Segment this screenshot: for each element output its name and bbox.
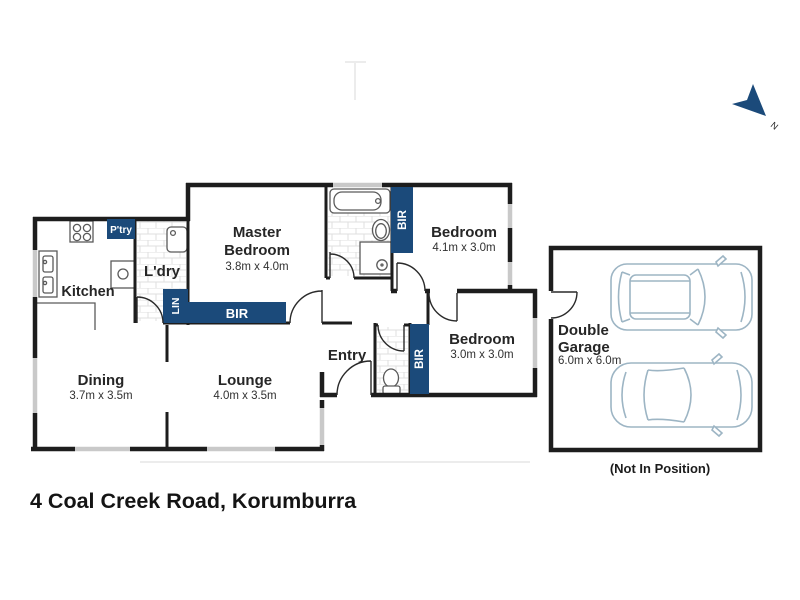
garage-label-2: Garage bbox=[558, 339, 610, 356]
garage bbox=[546, 245, 763, 453]
garage-door-gap bbox=[546, 291, 555, 319]
bir-bedroom-top-label: BIR bbox=[397, 209, 409, 230]
bedroom-top-label: Bedroom bbox=[431, 224, 497, 241]
bathtub-inner bbox=[333, 191, 382, 211]
faint-mark bbox=[345, 61, 366, 100]
kitchen-bench-edge bbox=[35, 302, 96, 330]
shower-dot bbox=[380, 263, 384, 267]
wc-fixtures bbox=[382, 368, 401, 395]
entry-label: Entry bbox=[328, 347, 367, 364]
linen-label: LIN bbox=[170, 298, 182, 315]
trough-tap bbox=[169, 229, 177, 237]
master-bedroom-label-1: Master bbox=[233, 224, 282, 241]
garage-note: (Not In Position) bbox=[610, 461, 710, 476]
lounge-dims: 4.0m x 3.5m bbox=[213, 390, 276, 402]
north-arrow-shape bbox=[732, 84, 766, 116]
laundry-fixtures bbox=[166, 226, 188, 253]
bathroom-door bbox=[329, 252, 355, 279]
bathtub-tap bbox=[374, 197, 382, 205]
garage-label-1: Double bbox=[558, 322, 609, 339]
stove-burner bbox=[82, 232, 92, 242]
kitchen-label: Kitchen bbox=[61, 284, 114, 300]
hall-door bbox=[289, 290, 323, 324]
dining-label: Dining bbox=[78, 372, 125, 389]
pantry-label: P'try bbox=[110, 225, 132, 236]
bedroom-middle-door bbox=[428, 292, 458, 322]
stove-burner bbox=[82, 223, 92, 233]
wc-toilet-icon bbox=[382, 368, 400, 388]
car-sedan-icon bbox=[610, 352, 753, 438]
sink-tap bbox=[42, 280, 48, 286]
windows bbox=[32, 182, 538, 452]
dining-dims: 3.7m x 3.5m bbox=[69, 390, 132, 402]
north-arrow-icon: N bbox=[732, 84, 780, 132]
lounge-label: Lounge bbox=[218, 372, 272, 389]
bir-master-label: BIR bbox=[226, 306, 249, 321]
door-arcs bbox=[136, 252, 458, 396]
room-labels: Kitchen L'dry P'try LIN BIR BIR BIR Mast… bbox=[61, 209, 710, 476]
linen-box bbox=[163, 289, 188, 323]
bedroom-middle-label: Bedroom bbox=[449, 331, 515, 348]
address-title: 4 Coal Creek Road, Korumburra bbox=[30, 489, 357, 513]
laundry-label: L'dry bbox=[144, 263, 181, 280]
stove-burner bbox=[72, 223, 82, 233]
bedroom-top-door bbox=[396, 262, 426, 292]
wc-door bbox=[377, 324, 405, 352]
joinery-boxes bbox=[107, 187, 429, 394]
bir-bedroom-middle-box bbox=[410, 324, 429, 394]
laundry-door bbox=[136, 296, 164, 324]
bedroom-middle-dims: 3.0m x 3.0m bbox=[450, 349, 513, 361]
garage-door bbox=[550, 291, 578, 319]
stove-burner bbox=[72, 232, 82, 242]
bir-bedroom-middle-label: BIR bbox=[414, 348, 426, 369]
master-bedroom-label-2: Bedroom bbox=[224, 242, 290, 259]
shower-icon bbox=[359, 241, 392, 275]
sink-tap bbox=[42, 259, 48, 265]
garage-dims: 6.0m x 6.0m bbox=[558, 355, 621, 367]
pantry-box bbox=[107, 219, 135, 239]
entry-door bbox=[336, 360, 372, 396]
bir-master-box bbox=[188, 302, 286, 323]
bedroom-top-dims: 4.1m x 3.0m bbox=[432, 242, 495, 254]
toilet-inner bbox=[375, 223, 387, 239]
bathroom-fixtures bbox=[329, 188, 392, 275]
bir-bedroom-top-box bbox=[391, 187, 413, 253]
car-suv-icon bbox=[610, 254, 753, 340]
laundry-trough-icon bbox=[166, 226, 188, 253]
island-sink bbox=[117, 268, 129, 280]
north-label: N bbox=[769, 120, 780, 132]
master-bedroom-dims: 3.8m x 4.0m bbox=[225, 261, 288, 273]
